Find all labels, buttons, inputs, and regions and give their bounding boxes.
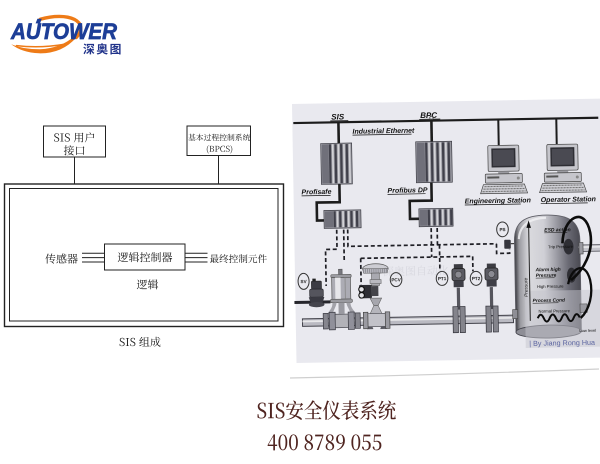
svg-text:Engineering Station: Engineering Station bbox=[465, 197, 531, 205]
svg-text:PCV: PCV bbox=[391, 277, 401, 282]
svg-text:Industrial Ethernet: Industrial Ethernet bbox=[352, 128, 415, 136]
svg-text:Profisafe: Profisafe bbox=[301, 189, 331, 197]
svg-text:Trip Pressure: Trip Pressure bbox=[548, 244, 574, 249]
svg-text:ESD action: ESD action bbox=[544, 227, 571, 233]
svg-text:Operator Station: Operator Station bbox=[541, 196, 596, 204]
svg-text:Pressure: Pressure bbox=[536, 273, 557, 279]
svg-text:Profibus DP: Profibus DP bbox=[387, 187, 428, 195]
svg-text:Low level: Low level bbox=[579, 328, 596, 333]
svg-text:High Pressure: High Pressure bbox=[537, 284, 564, 289]
svg-text:SIS: SIS bbox=[331, 112, 345, 121]
svg-text:Pressure: Pressure bbox=[523, 277, 529, 297]
svg-text:Normal Pressure: Normal Pressure bbox=[538, 308, 570, 314]
svg-text:PS: PS bbox=[499, 227, 505, 232]
svg-text:PT2: PT2 bbox=[472, 276, 481, 281]
svg-text:PT1: PT1 bbox=[438, 276, 447, 281]
svg-text:Alarm high: Alarm high bbox=[535, 267, 561, 273]
svg-text:| By Jiang Rong Hua: | By Jiang Rong Hua bbox=[529, 338, 595, 348]
svg-text:BPC: BPC bbox=[420, 111, 437, 120]
svg-text:SV: SV bbox=[300, 279, 307, 284]
svg-text:AUTOWER: AUTOWER bbox=[10, 19, 117, 44]
svg-text:Process Cond: Process Cond bbox=[533, 298, 566, 305]
